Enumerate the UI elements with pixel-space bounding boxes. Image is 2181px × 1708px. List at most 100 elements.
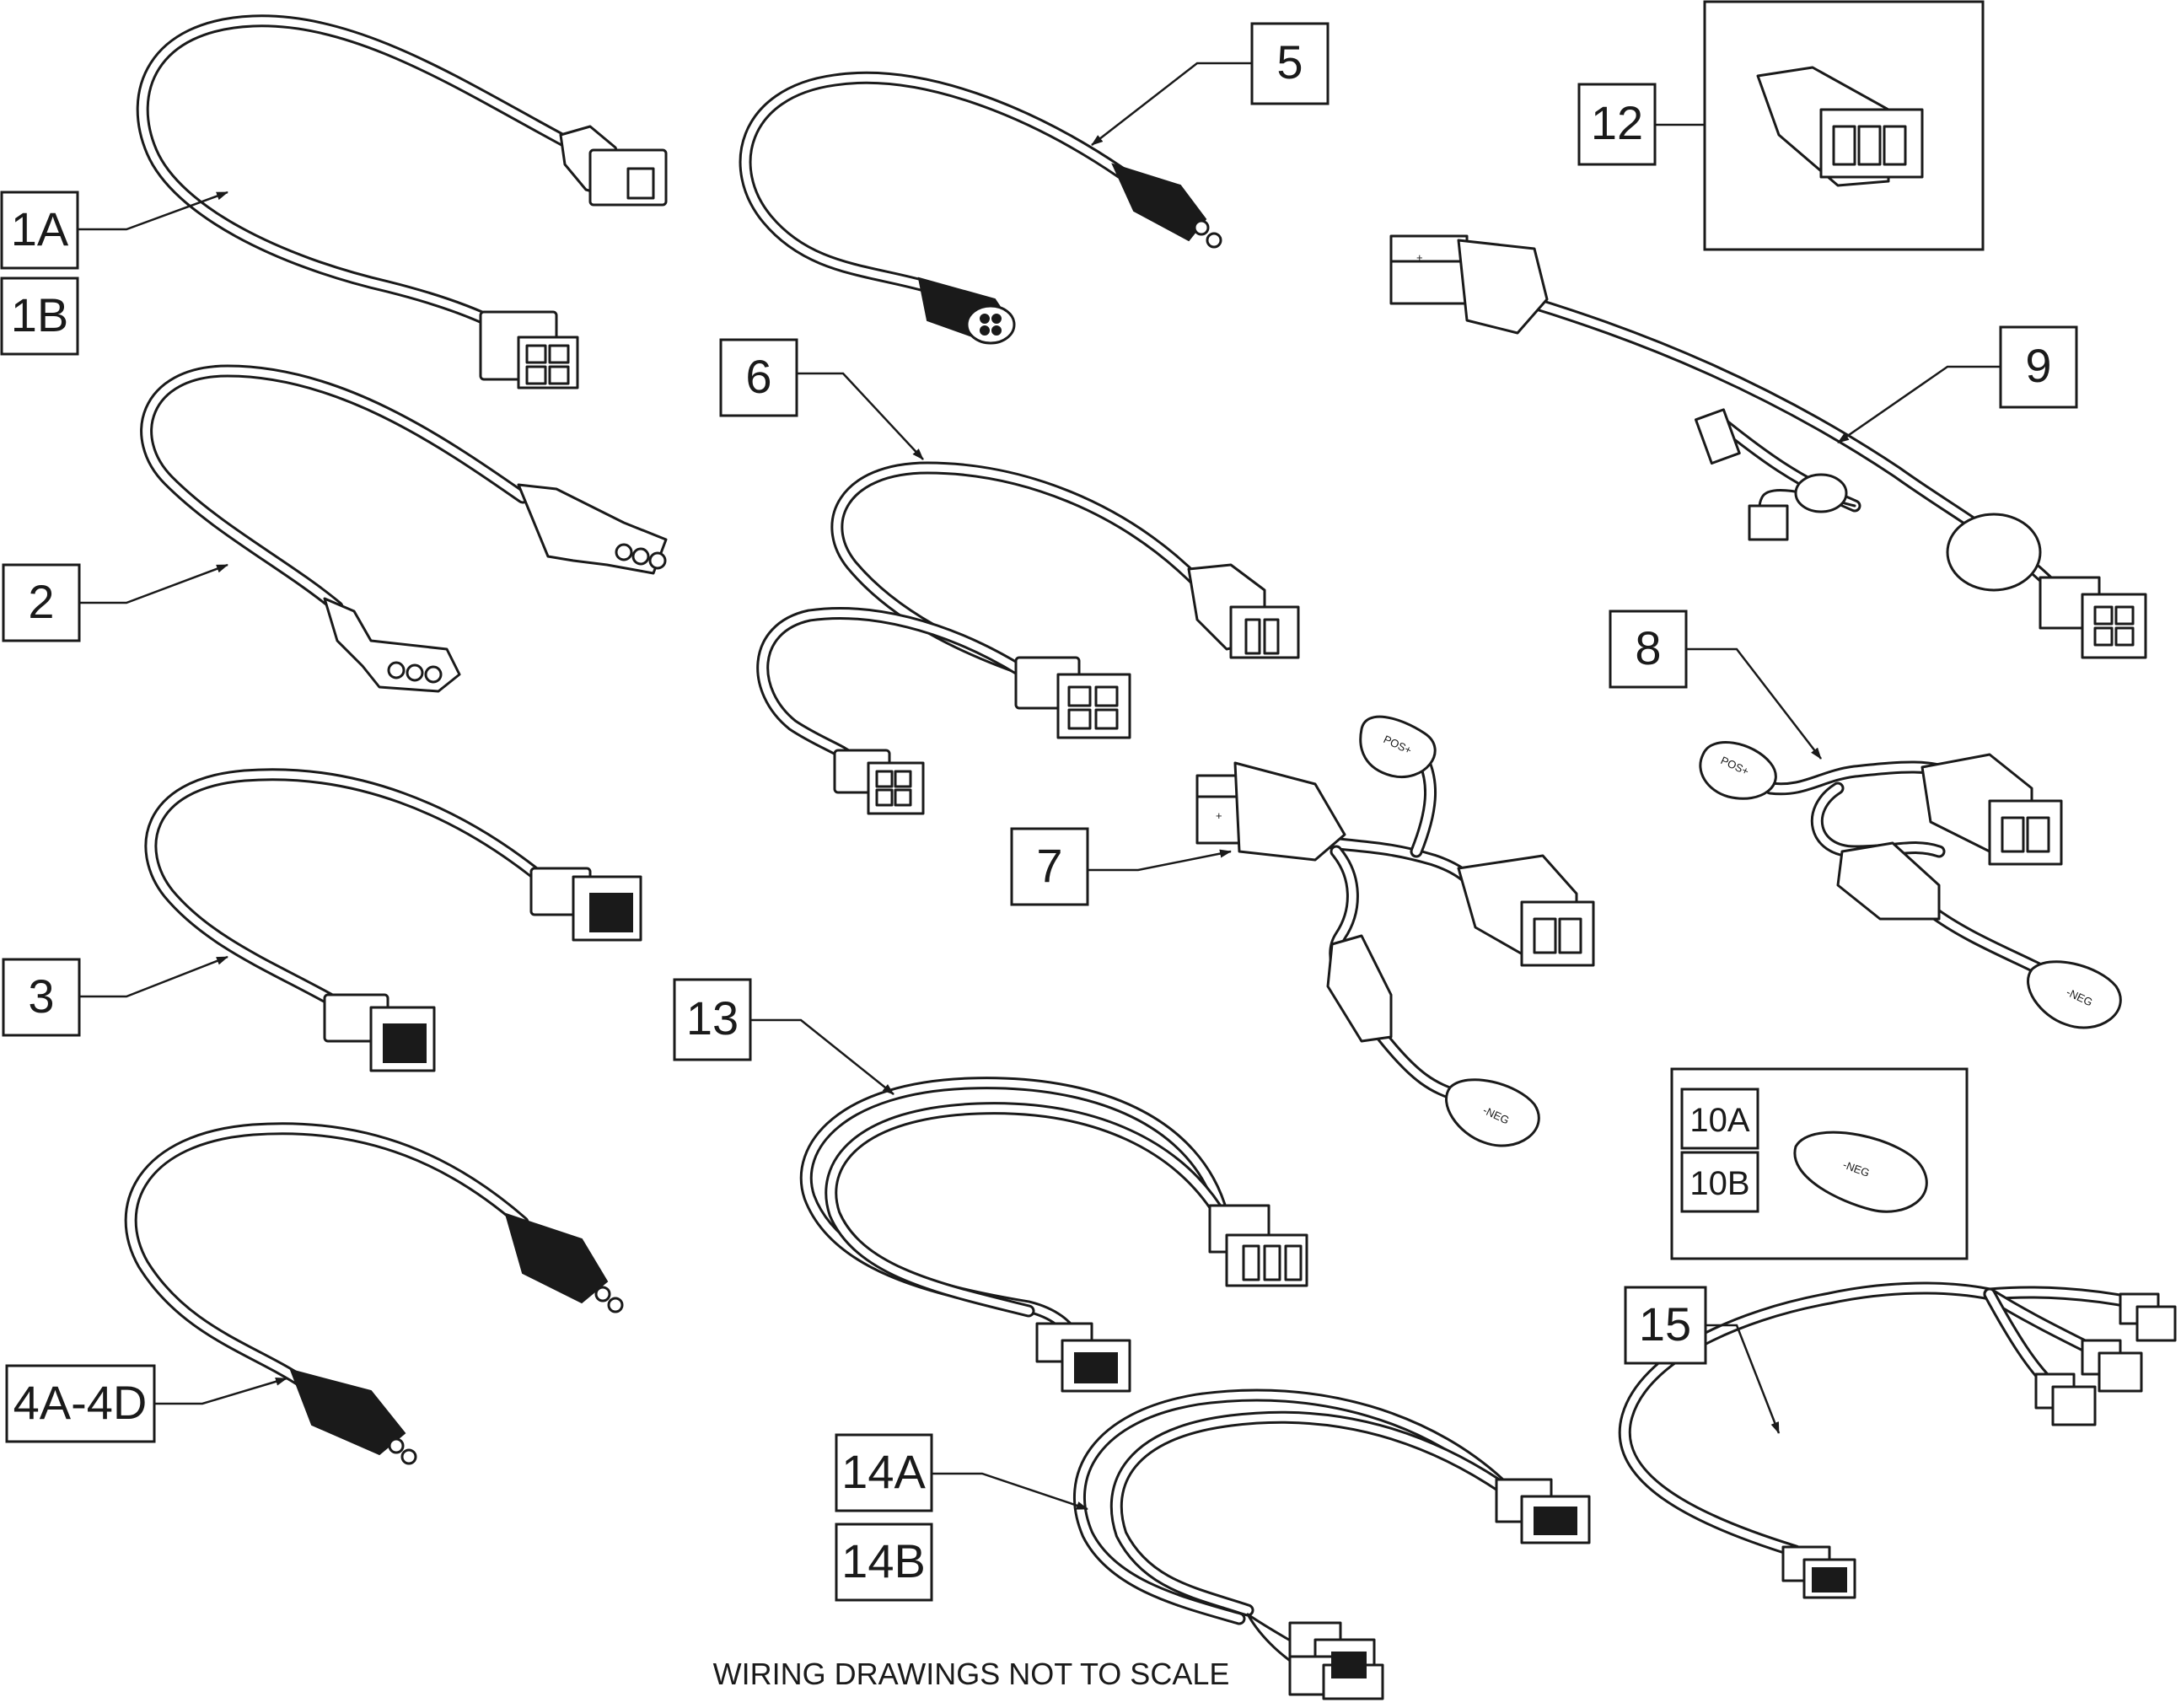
battery-terminal-icon: -NEG (1793, 1131, 1928, 1213)
callout-10b-label: 10B (1689, 1165, 1749, 1202)
inline-fuse-holder (1695, 408, 1848, 541)
connector-icon (2034, 1372, 2097, 1426)
cable-15 (1618, 1281, 2177, 1599)
leader-arrow-icon (78, 191, 228, 231)
leader-arrow-icon (1706, 1324, 1781, 1434)
callout-5[interactable]: 5 (1091, 22, 1330, 146)
plus-icon: + (1216, 809, 1222, 822)
callout-4a-4d[interactable]: 4A-4D (5, 1364, 287, 1443)
battery-terminal-icon: POS+ (1359, 715, 1437, 778)
callout-15-label: 15 (1639, 1297, 1691, 1351)
connector-icon: + (1389, 234, 1549, 335)
battery-terminal-icon: POS+ (1699, 741, 1777, 800)
inline-fuse-holder (1836, 841, 1941, 921)
callout-13-label: 13 (686, 991, 739, 1045)
callout-14a[interactable]: 14A (835, 1433, 1088, 1512)
connector-icon (1920, 753, 2063, 866)
leader-arrow-icon (1088, 849, 1232, 872)
callout-1a[interactable]: 1A (0, 191, 228, 270)
connector-icon (517, 483, 668, 575)
callout-10a[interactable]: 10A (1680, 1088, 1759, 1150)
connector-icon (323, 597, 461, 693)
leader-arrow-icon (797, 372, 924, 460)
cable-3 (144, 768, 642, 1072)
connector-icon (1457, 854, 1595, 967)
callout-1a-label: 1A (11, 202, 69, 255)
callout-6-label: 6 (745, 350, 771, 403)
connector-icon (833, 749, 925, 815)
cable-2 (140, 364, 668, 693)
connector-icon (1035, 1322, 1131, 1393)
cable-13 (799, 1077, 1308, 1393)
connector-icon (1288, 1621, 1384, 1700)
connector-icon (559, 125, 668, 207)
cable-1a-1b (136, 14, 668, 389)
callout-1b-label: 1B (11, 288, 69, 341)
callout-6[interactable]: 6 (719, 338, 924, 460)
plus-icon: + (1416, 251, 1423, 264)
leader-arrow-icon (1091, 62, 1252, 146)
callout-14b[interactable]: 14B (835, 1523, 933, 1602)
callout-4-label: 4A-4D (13, 1376, 148, 1429)
callout-8-label: 8 (1635, 621, 1661, 674)
callout-14a-label: 14A (841, 1445, 926, 1498)
callout-3-label: 3 (28, 969, 54, 1023)
connector-icon (1495, 1478, 1591, 1544)
ferrite-core (1946, 513, 2042, 592)
connector-icon (504, 1212, 624, 1313)
callout-1b[interactable]: 1B (0, 277, 79, 356)
callout-2-label: 2 (28, 575, 54, 628)
connector-icon (479, 310, 579, 389)
cable-5 (739, 71, 1222, 345)
callout-3[interactable]: 3 (2, 955, 228, 1037)
callout-8[interactable]: 8 (1609, 610, 1822, 760)
callout-9[interactable]: 9 (1837, 325, 2078, 444)
connector-icon (323, 993, 436, 1072)
cable-6 (756, 461, 1300, 815)
callout-7[interactable]: 7 (1010, 827, 1232, 906)
callout-12-label: 12 (1591, 96, 1643, 149)
connector-icon (1111, 163, 1222, 249)
callout-9-label: 9 (2025, 339, 2051, 392)
connector-icon (1014, 656, 1131, 739)
callout-10b[interactable]: 10B (1680, 1151, 1759, 1213)
connector-icon (917, 277, 1016, 345)
connector-icon: + (1195, 761, 1346, 862)
cable-7: + POS+ -NEG (1195, 715, 1595, 1147)
connector-icon (2119, 1292, 2177, 1342)
leader-arrow-icon (1837, 365, 2001, 444)
leader-arrow-icon (154, 1377, 287, 1405)
leader-arrow-icon (79, 955, 228, 998)
callout-15[interactable]: 15 (1624, 1286, 1781, 1434)
connector-icon (289, 1368, 417, 1465)
connector-icon (1208, 1204, 1308, 1287)
cable-4 (124, 1122, 624, 1465)
connector-icon (1756, 66, 1924, 187)
callout-13[interactable]: 13 (673, 978, 894, 1095)
connector-icon (1187, 563, 1300, 659)
callout-12[interactable]: 12 (1577, 83, 1705, 166)
connector-icon (529, 867, 642, 942)
callout-10a-label: 10A (1689, 1102, 1749, 1139)
battery-terminal-icon: -NEG (2027, 960, 2122, 1029)
cable-14 (1073, 1388, 1591, 1700)
inset-10 (1670, 1067, 1969, 1260)
callout-14b-label: 14B (841, 1534, 926, 1587)
inline-fuse-holder (1326, 934, 1393, 1043)
leader-arrow-icon (1686, 647, 1822, 760)
connector-icon (2039, 576, 2147, 659)
connector-icon (1781, 1545, 1856, 1599)
callout-7-label: 7 (1036, 839, 1062, 892)
leader-arrow-icon (932, 1472, 1088, 1511)
leader-arrow-icon (79, 563, 228, 604)
footer-note: WIRING DRAWINGS NOT TO SCALE (713, 1657, 1230, 1691)
connector-icon (2081, 1339, 2143, 1393)
callout-5-label: 5 (1276, 35, 1303, 89)
battery-terminal-icon: -NEG (1445, 1078, 1540, 1147)
cable-8: POS+ -NEG (1699, 741, 2122, 1029)
leader-arrow-icon (750, 1018, 894, 1095)
cable-9: + (1389, 234, 2147, 659)
callout-2[interactable]: 2 (2, 563, 228, 642)
